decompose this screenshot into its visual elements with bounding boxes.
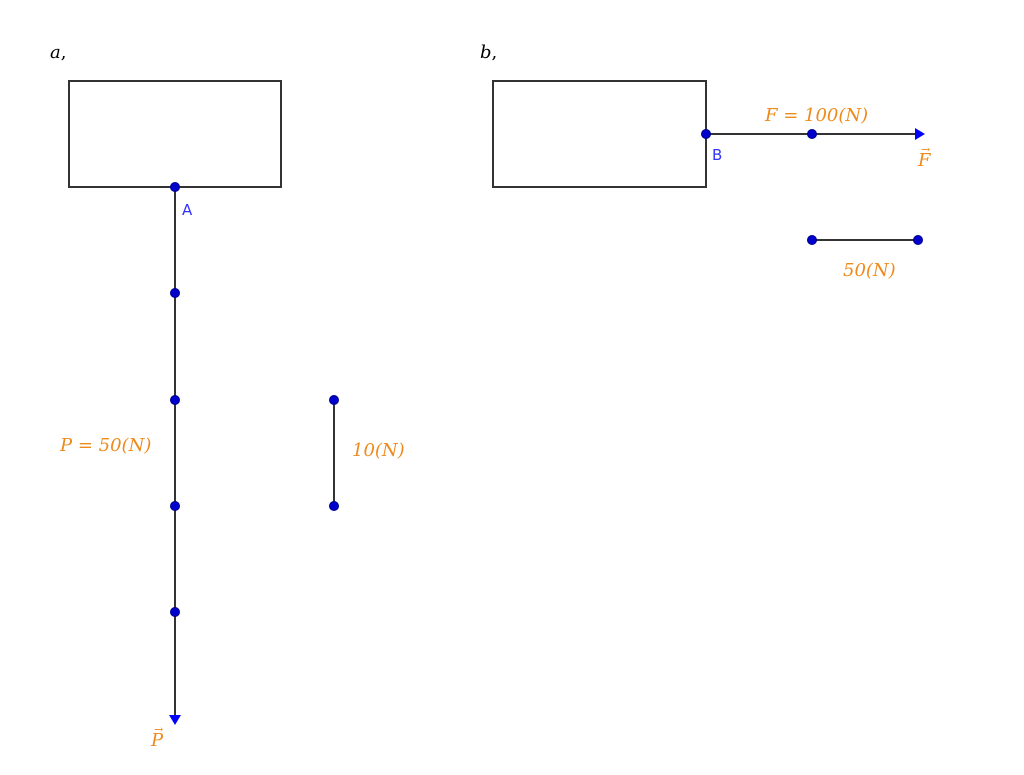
- part-a-label: a,: [50, 42, 66, 63]
- vector-p-symbol-arrow: →: [154, 723, 163, 736]
- vector-p-tick: [170, 607, 180, 617]
- vector-p-tick: [170, 395, 180, 405]
- vector-f-arrowhead: [915, 128, 925, 140]
- vector-p-symbol: P: [150, 730, 164, 751]
- vector-f-tick: [807, 129, 817, 139]
- part-a-diagram: a, A P = 50(N) P → 10(N): [50, 42, 405, 751]
- vector-p-arrowhead: [169, 715, 181, 725]
- point-a: [170, 182, 180, 192]
- point-b: [701, 129, 711, 139]
- vector-f-magnitude-label: F = 100(N): [764, 105, 868, 126]
- part-b-label: b,: [480, 42, 497, 63]
- part-a-block: [68, 80, 282, 188]
- vector-p-magnitude-label: P = 50(N): [59, 435, 151, 456]
- vector-f-symbol-arrow: →: [921, 143, 930, 156]
- vector-p-tick: [170, 501, 180, 511]
- vector-f-symbol: F: [917, 150, 932, 171]
- vector-p-tick: [170, 288, 180, 298]
- part-b-diagram: b, B F = 100(N) F → 50(N): [480, 42, 932, 281]
- part-b-block: [492, 80, 707, 188]
- scale-bar-a-label: 10(N): [352, 440, 405, 461]
- point-a-label: A: [182, 201, 193, 219]
- scale-bar-a-endpoint: [329, 395, 339, 405]
- scale-bar-b-endpoint: [807, 235, 817, 245]
- point-b-label: B: [712, 146, 722, 164]
- scale-bar-b-label: 50(N): [843, 260, 896, 281]
- scale-bar-a-endpoint: [329, 501, 339, 511]
- scale-bar-b-endpoint: [913, 235, 923, 245]
